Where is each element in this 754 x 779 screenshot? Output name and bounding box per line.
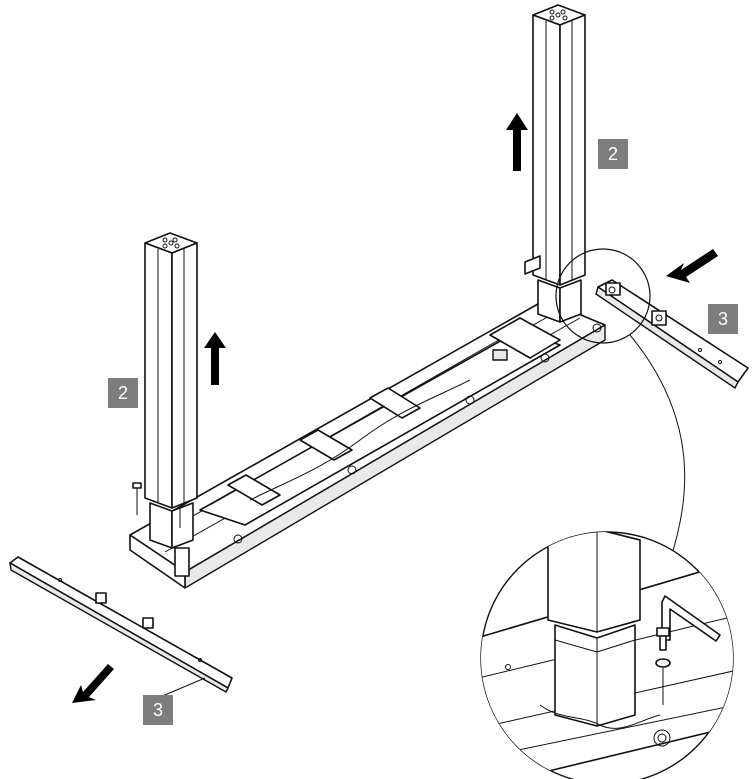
detail-source-circle	[555, 248, 651, 344]
left-column	[132, 232, 198, 549]
up-arrow-icon	[506, 113, 528, 171]
callout-left-foot: 3	[143, 695, 173, 725]
callout-right-foot: 3	[708, 304, 738, 334]
callout-right-column: 2	[598, 139, 628, 169]
bolt-icon	[655, 627, 671, 705]
frame-crossbar	[129, 299, 606, 589]
left-foot	[9, 556, 233, 693]
insert-arrow-icon	[666, 249, 718, 283]
insert-arrow-icon	[72, 664, 114, 703]
right-column	[524, 4, 586, 323]
detail-view	[480, 531, 734, 779]
callout-left-column: 2	[108, 378, 138, 408]
right-foot	[595, 279, 749, 389]
up-arrow-icon	[204, 332, 226, 385]
